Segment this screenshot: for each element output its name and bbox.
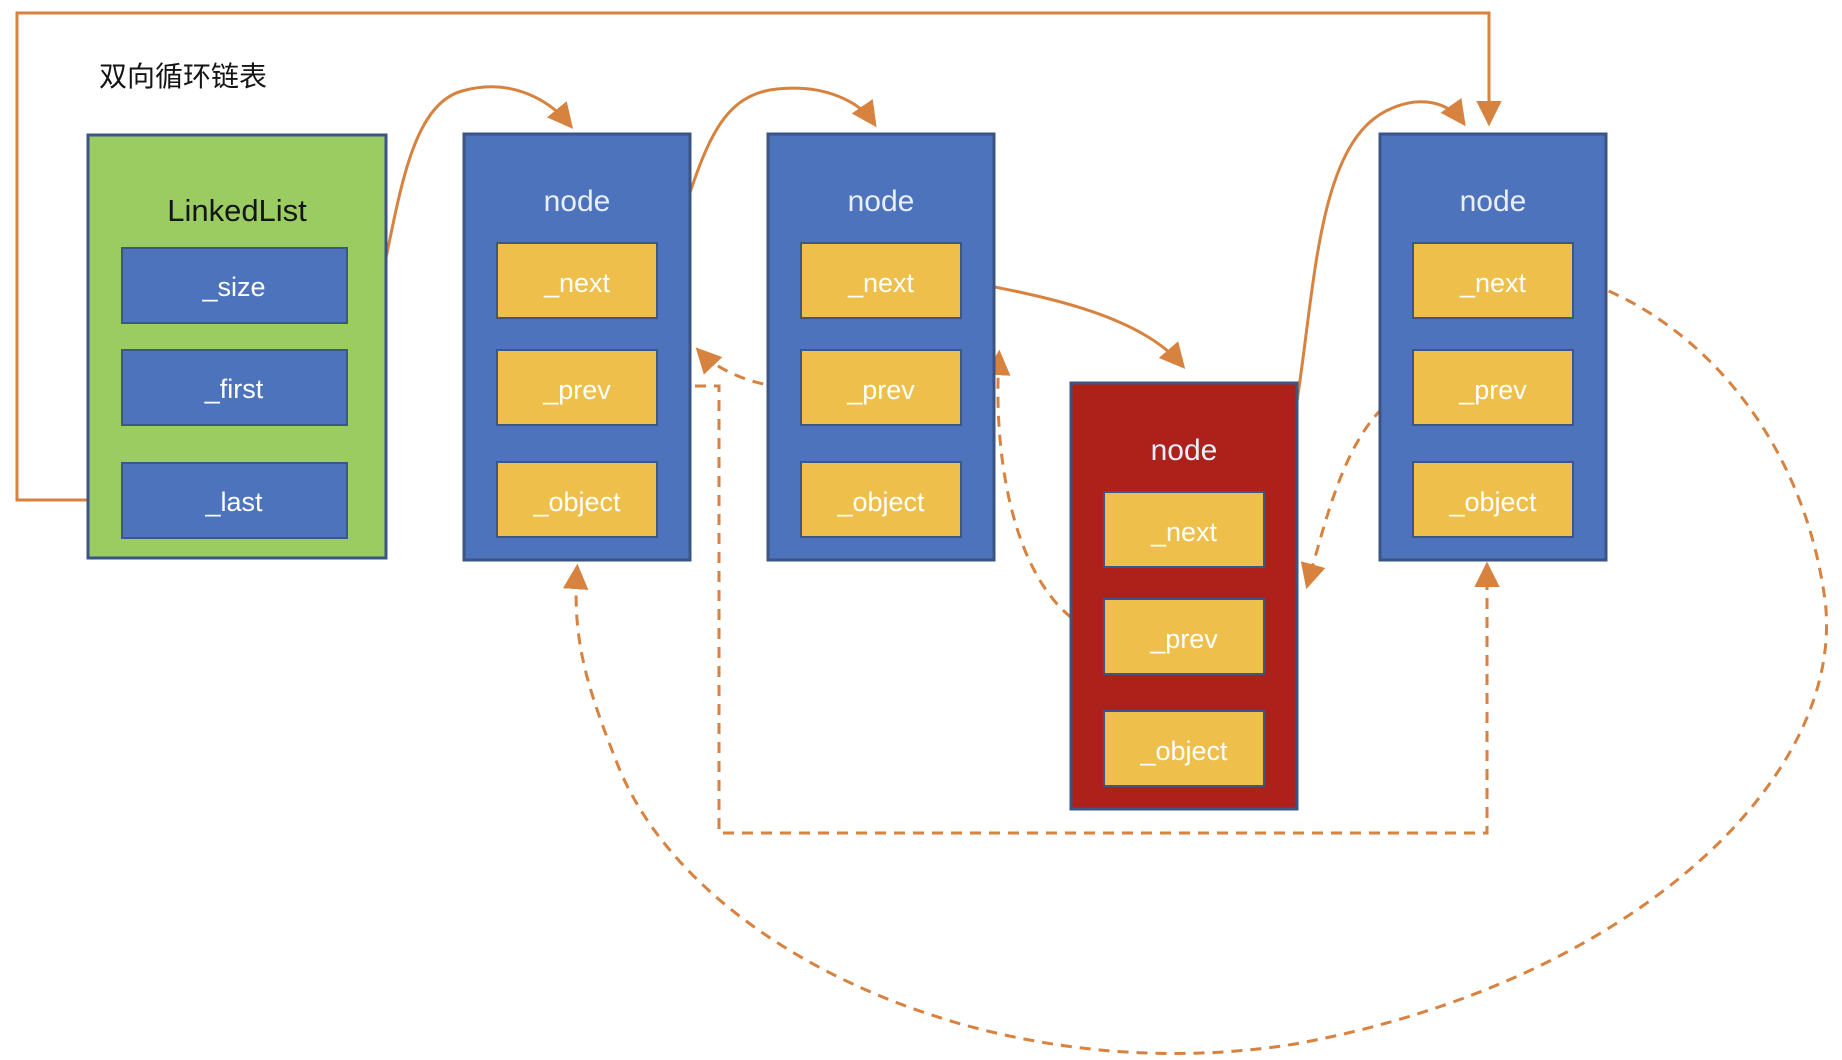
node1-field-object-label: _object (532, 487, 621, 517)
node4-field-next-label: _next (1459, 268, 1527, 298)
node2-field-object-label: _object (836, 487, 925, 517)
linkedlist-title: LinkedList (167, 193, 307, 228)
node4-field-object-label: _object (1448, 487, 1537, 517)
linkedlist-box: LinkedList _size _first _last (86, 133, 388, 560)
node2-field-next (800, 242, 962, 319)
page-title: 双向循环链表 (99, 61, 267, 92)
linkedlist-field-size-label: _size (201, 272, 265, 302)
node3-box: node _next _prev _object (1069, 381, 1299, 811)
edge-node1-prev-to-node4 (657, 384, 1500, 835)
node4-field-prev (1412, 349, 1574, 426)
linkedlist-field-size (121, 247, 348, 324)
edge-node2-next-to-node3 (962, 279, 1186, 369)
edge-node2-prev-to-node1 (695, 347, 802, 389)
node1-field-prev-label: _prev (542, 375, 611, 405)
node1-box: node _next _prev _object (462, 132, 692, 562)
linkedlist-field-first (121, 349, 348, 426)
node3-field-next (1103, 491, 1265, 568)
node1-title: node (544, 185, 611, 218)
node2-field-next-label: _next (847, 268, 915, 298)
node1-field-next (496, 242, 658, 319)
edge-node3-prev-to-node2 (985, 349, 1105, 638)
node2-field-object (800, 461, 962, 538)
node3-field-object (1103, 710, 1265, 787)
linkedlist-field-last (121, 462, 348, 539)
node4-box: node _next _prev _object (1378, 132, 1608, 562)
node2-title: node (848, 185, 915, 218)
node1-field-next-label: _next (543, 268, 611, 298)
node4-title: node (1460, 185, 1527, 218)
node2-field-prev-label: _prev (846, 375, 915, 405)
node3-field-object-label: _object (1139, 736, 1228, 766)
node1-field-prev (496, 349, 658, 426)
node2-field-prev (800, 349, 962, 426)
node3-field-next-label: _next (1150, 517, 1218, 547)
node4-field-next (1412, 242, 1574, 319)
node2-box: node _next _prev _object (766, 132, 996, 562)
linkedlist-field-last-label: _last (204, 487, 263, 517)
node4-field-prev-label: _prev (1458, 375, 1527, 405)
linkedlist-field-first-label: _first (204, 374, 264, 404)
node3-title: node (1151, 434, 1218, 467)
node3-field-prev-label: _prev (1149, 624, 1218, 654)
node4-field-object (1412, 461, 1574, 538)
node1-field-object (496, 461, 658, 538)
node3-field-prev (1103, 598, 1265, 675)
edge-node4-next-to-node1 (562, 276, 1828, 1056)
edge-last-to-node4 (15, 11, 1502, 502)
